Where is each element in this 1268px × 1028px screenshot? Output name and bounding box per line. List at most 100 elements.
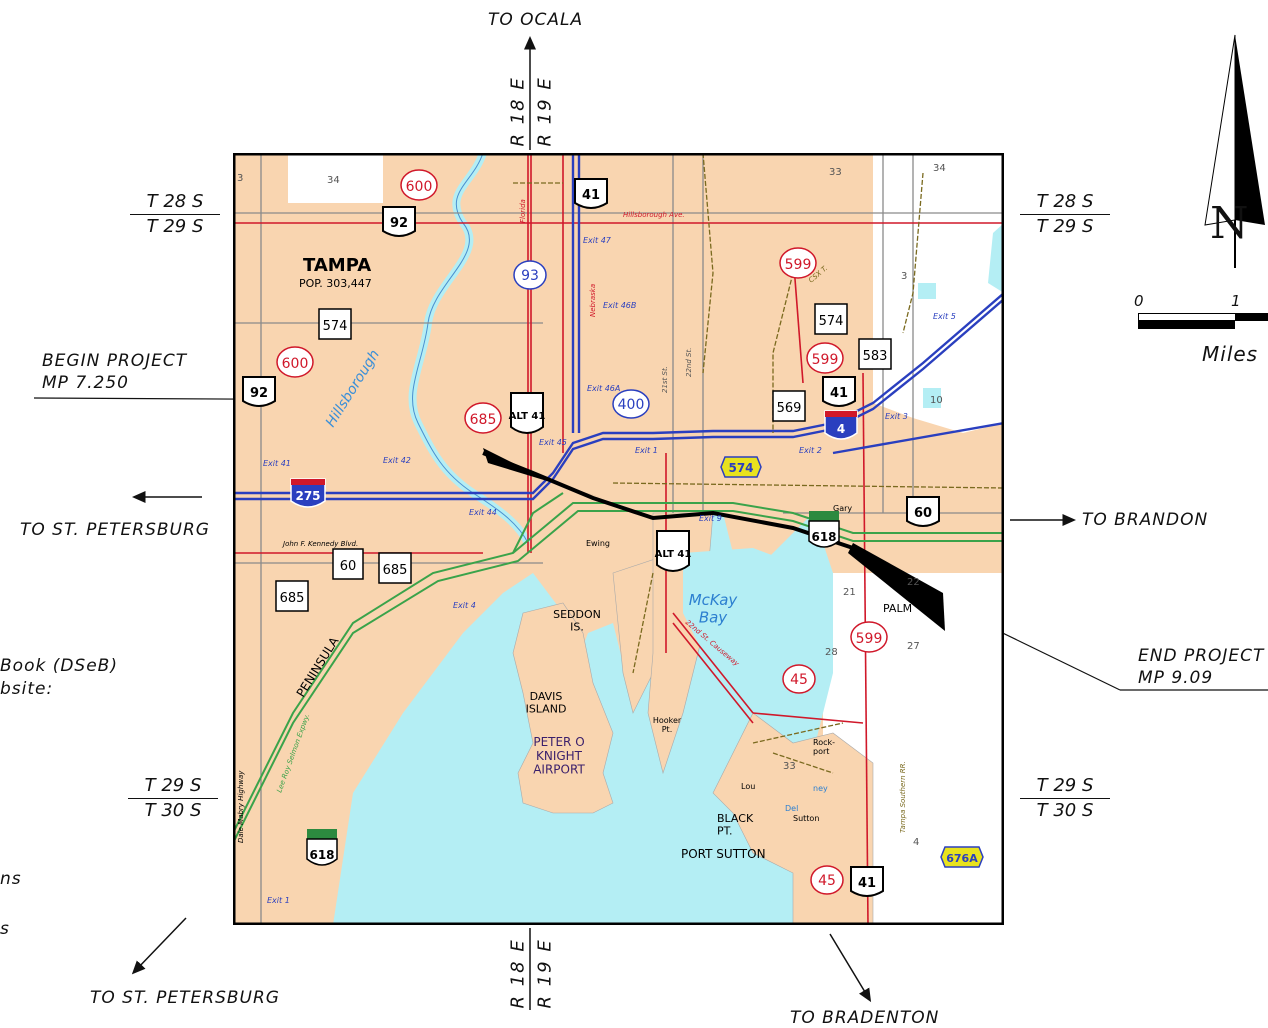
- street-label: Florida: [519, 199, 527, 223]
- blue-route-shields: 93 400: [513, 260, 650, 419]
- state-route-shield: 60: [332, 548, 364, 580]
- township-label: T 30 S: [144, 800, 202, 821]
- county-route-shield: 45: [810, 865, 844, 895]
- mckay-bay: [683, 548, 813, 713]
- county-route-shield-label: 45: [818, 873, 836, 889]
- state-route-shield-label: 574: [819, 314, 844, 329]
- local-roads: [233, 153, 1004, 925]
- begin-project-mp: MP 7.250: [42, 373, 129, 393]
- sutton-label: Sutton: [793, 814, 819, 823]
- left-fragment-3: ns: [0, 869, 22, 889]
- exit-label: Exit 2: [799, 446, 822, 455]
- exit-label: Exit 42: [383, 456, 411, 465]
- township-lower-left: T 29 S T 30 S: [128, 774, 218, 823]
- toll-shield: 618: [306, 829, 338, 866]
- interstate-shield-label: 4: [837, 422, 845, 436]
- state-route-shield: 685: [275, 580, 309, 612]
- us-route-shield: 41: [850, 866, 884, 897]
- map-frame: 600 600 599 599 685 599 45 45 92 41 92 4…: [233, 153, 1004, 925]
- us-route-shield: 41: [574, 178, 608, 209]
- county-route-shield-label: 599: [785, 257, 812, 273]
- rockport-label: Rock-port: [813, 738, 835, 756]
- state-route-shield-label: 583: [863, 349, 888, 364]
- palm-label: PALM: [883, 602, 912, 615]
- section-number: 3: [901, 271, 907, 282]
- section-numbers: 3 34 33 34 3 10 22 21 27 28 33 4: [237, 163, 946, 848]
- interstate-shields: 275 4: [290, 410, 858, 508]
- north-letter: N: [1210, 198, 1249, 249]
- county-route-shield: 600: [276, 346, 314, 378]
- ewing-label: Ewing: [586, 539, 610, 548]
- exit-label: Exit 45: [539, 438, 567, 447]
- alt-us-shield: ALT 41: [655, 530, 692, 572]
- exit-label: Exit 46A: [587, 384, 620, 393]
- del-label: Del: [785, 804, 798, 813]
- exit-label: Exit 4: [453, 601, 476, 610]
- us-route-shield-label: 41: [858, 876, 876, 891]
- county-route-shield-label: 685: [470, 412, 497, 428]
- us-route-shield: 41: [822, 376, 856, 407]
- scale-unit: Miles: [1202, 342, 1259, 366]
- street-label: Dale Mabry Highway: [237, 770, 245, 843]
- exit-label: Exit 5: [933, 312, 956, 321]
- section-number: 33: [783, 761, 796, 772]
- state-route-shield-label: 685: [383, 563, 408, 578]
- southwest-direction-label: TO ST. PETERSBURG: [90, 988, 280, 1008]
- blue-route-shield: 93: [513, 260, 547, 290]
- interstate-shield: 275: [290, 478, 326, 508]
- section-number: 10: [930, 395, 943, 406]
- county-route-shield-label: 600: [406, 179, 433, 195]
- exit-label: Exit 1: [635, 446, 658, 455]
- county-route-shield: 599: [806, 342, 844, 374]
- alt-us-shield-label: ALT 41: [655, 549, 692, 560]
- state-route-shield-label: 569: [777, 401, 802, 416]
- township-upper-right: T 28 S T 29 S: [1020, 190, 1110, 239]
- township-upper-left: T 28 S T 29 S: [130, 190, 220, 239]
- state-route-shield: 574: [318, 308, 352, 340]
- lou-label: Lou: [741, 782, 755, 791]
- exit-label: Exit 9: [699, 514, 722, 523]
- toll-shield-label: 618: [811, 530, 836, 544]
- us-route-shields: 92 41 92 41 60 41: [242, 178, 940, 897]
- east-direction-label: TO BRANDON: [1082, 510, 1209, 530]
- township-label: T 29 S: [128, 774, 218, 799]
- begin-project-text: BEGIN PROJECT: [42, 351, 188, 371]
- alt-us-shield-label: ALT 41: [509, 411, 546, 422]
- toll-shield: 618: [808, 511, 840, 548]
- exit-label: Exit 1: [267, 896, 290, 905]
- section-number: 33: [829, 167, 842, 178]
- township-label: T 30 S: [1036, 800, 1094, 821]
- county-route-shield: 600: [400, 169, 438, 201]
- street-label: 21st St.: [661, 366, 669, 393]
- state-route-shield-label: 60: [340, 559, 357, 574]
- us-route-shield: 92: [242, 376, 276, 407]
- range-label-top-left: R 18 E: [507, 76, 529, 147]
- us-route-shield-label: 60: [914, 506, 932, 521]
- county-route-shield-label: 599: [856, 631, 883, 647]
- project-end-wedge: [848, 543, 945, 631]
- county-route-shield: 599: [850, 621, 888, 653]
- state-route-shield-label: 685: [280, 591, 305, 606]
- county-route-shield-label: 600: [282, 356, 309, 372]
- toll-shield-label: 618: [309, 848, 334, 862]
- exit-labels: Exit 41 Exit 42 Exit 44 Exit 45 Exit 46A…: [263, 236, 956, 905]
- us-route-shield-label: 92: [250, 386, 268, 401]
- ney-label: ney: [813, 784, 828, 793]
- county-route-shield-label: 599: [812, 352, 839, 368]
- section-number: 21: [843, 587, 856, 598]
- left-fragment-1: Book (DSeB): [0, 656, 118, 676]
- state-route-shields: 574 574 583 569 60 685 685: [275, 303, 892, 612]
- street-label: Tampa Southern RR.: [899, 761, 907, 833]
- port-sutton-label: PORT SUTTON: [681, 847, 766, 861]
- alt-us-shield: ALT 41: [509, 392, 546, 434]
- end-project-text: END PROJECT: [1138, 646, 1265, 666]
- end-project-mp: MP 9.09: [1138, 668, 1214, 688]
- us-route-shield-label: 41: [830, 386, 848, 401]
- county-route-shields: 600 600 599 599 685 599 45 45: [276, 169, 888, 895]
- exit-label: Exit 44: [469, 508, 497, 517]
- range-label-bottom-left: R 18 E: [507, 938, 529, 1009]
- state-route-shield: 574: [814, 303, 848, 335]
